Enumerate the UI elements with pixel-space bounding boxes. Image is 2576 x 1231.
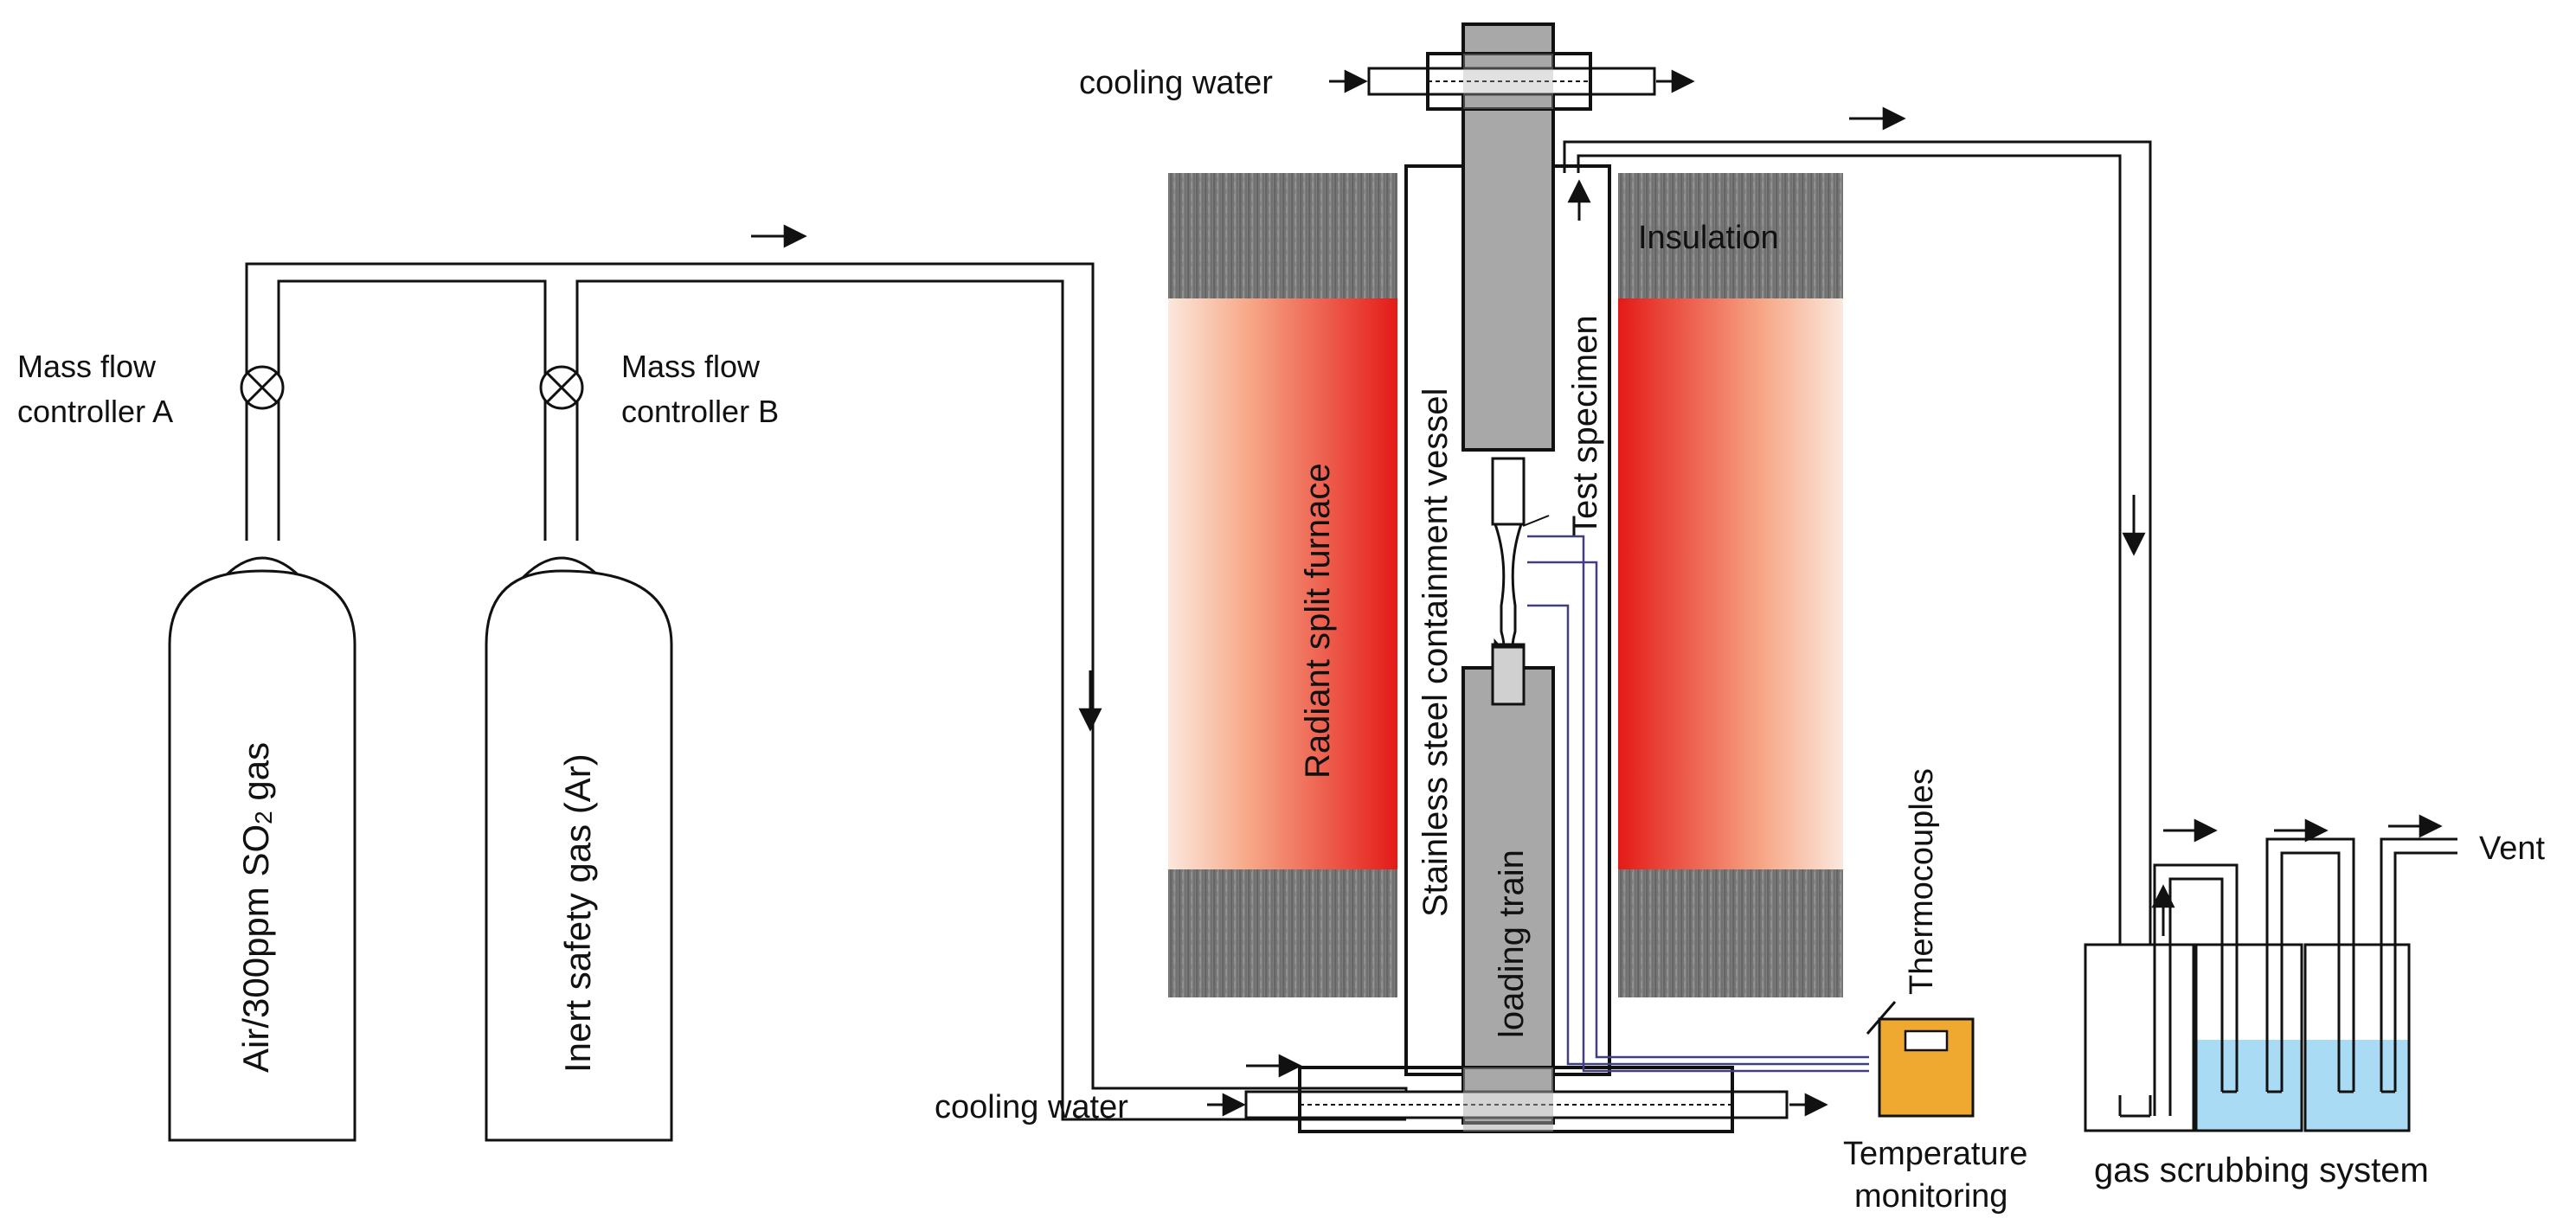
air-cylinder-label: Air/300ppm SO2 gas xyxy=(235,742,277,1073)
loading-train-label: loading train xyxy=(1493,850,1531,1038)
furnace-left xyxy=(1168,173,1397,997)
scrubber-bottle-1 xyxy=(2084,943,2195,1132)
vent-label: Vent xyxy=(2479,830,2546,867)
specimen-label: Test specimen xyxy=(1566,315,1604,536)
vessel-label: Stainless steel containment vessel xyxy=(1416,388,1455,917)
scrubber-tubes xyxy=(2118,837,2457,1118)
cooling-water-top-label: cooling water xyxy=(1079,65,1273,101)
scrubber-bottle-2 xyxy=(2194,943,2303,1132)
mfc-b-label-line2: controller B xyxy=(621,394,779,429)
mass-flow-controller-b xyxy=(539,365,584,410)
exhaust-pipe xyxy=(1563,140,2152,1095)
insulation-label: Insulation xyxy=(1638,220,1779,256)
air-so2-cylinder xyxy=(168,556,357,1142)
mass-flow-controller-a xyxy=(240,365,285,410)
inert-cylinder-label: Inert safety gas (Ar) xyxy=(557,753,598,1073)
scrubber-bottle-3 xyxy=(2303,943,2411,1132)
bottom-cooling-jacket xyxy=(1244,1066,1789,1133)
scrubber-flow-arrows xyxy=(2151,814,2443,936)
top-cooling-jacket xyxy=(1367,52,1656,111)
thermocouples-label: Thermocouples xyxy=(1904,768,1940,995)
thermocouple-wires xyxy=(1527,535,1869,1073)
loading-train xyxy=(1461,666,1555,1125)
lower-grip xyxy=(1491,645,1526,706)
cooling-water-bottom-label: cooling water xyxy=(935,1089,1128,1125)
scrubbing-label: gas scrubbing system xyxy=(2094,1151,2429,1189)
specimen-pointer xyxy=(1522,515,1550,527)
temperature-label-line1: Temperature xyxy=(1843,1136,2027,1172)
inert-gas-cylinder xyxy=(485,556,673,1142)
mfc-a-label-line2: controller A xyxy=(17,394,173,429)
temperature-label-line2: monitoring xyxy=(1854,1178,2007,1215)
mfc-a-label-line1: Mass flow xyxy=(17,349,157,384)
furnace-label: Radiant split furnace xyxy=(1299,463,1337,779)
temperature-monitor xyxy=(1878,1017,1975,1118)
mfc-b-label-line1: Mass flow xyxy=(621,349,761,384)
gas-supply-pipe xyxy=(245,262,1408,1121)
furnace-right xyxy=(1618,173,1843,997)
